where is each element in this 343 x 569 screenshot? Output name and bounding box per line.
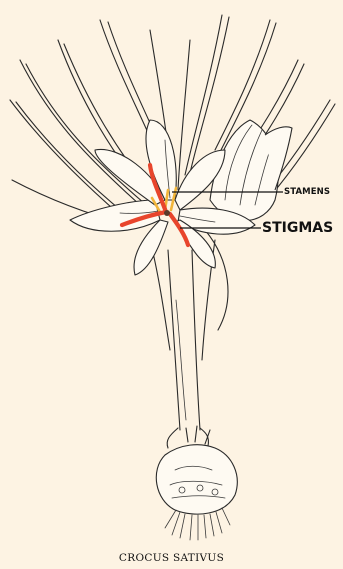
stamens-label: STAMENS: [284, 187, 330, 197]
corm: [156, 426, 237, 514]
flower-center: [164, 210, 170, 216]
leaf: [178, 40, 190, 190]
figure-caption: CROCUS SATIVUS: [0, 552, 343, 564]
stigmas-label: STIGMAS: [262, 220, 333, 236]
stem: [150, 230, 228, 430]
